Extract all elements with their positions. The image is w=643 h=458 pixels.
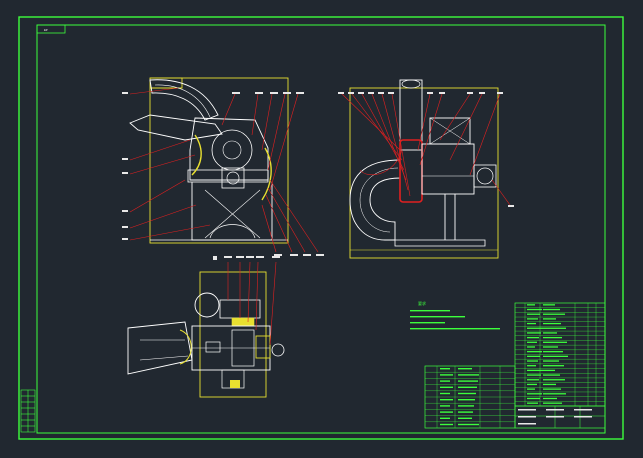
title-block-text xyxy=(546,416,564,418)
bom-cell-text xyxy=(440,374,453,376)
parts-cell-text xyxy=(543,304,555,306)
bom-cell-text xyxy=(458,417,472,419)
bom-cell-text xyxy=(440,423,453,426)
bom-cell-text xyxy=(458,405,474,407)
parts-cell-text xyxy=(543,313,565,315)
parts-cell-text xyxy=(527,397,540,400)
parts-cell-text xyxy=(543,388,561,390)
bom-cell-text xyxy=(440,411,453,413)
parts-cell-text xyxy=(543,374,560,376)
title-block-text xyxy=(574,416,592,418)
bom-cell-text xyxy=(458,380,478,382)
parts-cell-text xyxy=(527,322,536,325)
parts-list-table xyxy=(514,302,606,407)
notes-title: 要求 xyxy=(418,300,426,306)
bom-cell-text xyxy=(458,392,476,395)
parts-cell-text xyxy=(543,402,562,404)
parts-cell-text xyxy=(543,351,563,353)
front-view-leaders xyxy=(129,87,319,253)
binding-strip xyxy=(20,389,36,433)
title-block-text xyxy=(518,416,536,418)
parts-cell-text xyxy=(527,383,537,386)
bom-cell-text xyxy=(440,386,453,388)
bom-cell-text xyxy=(440,368,450,370)
parts-cell-text xyxy=(543,365,564,367)
title-block-text xyxy=(518,409,536,411)
bom-cell-text xyxy=(440,380,450,382)
parts-cell-text xyxy=(527,379,539,381)
top-view-leaders xyxy=(227,261,277,346)
parts-cell-text xyxy=(543,360,559,362)
parts-cell-text xyxy=(527,402,538,404)
bom-cell-text xyxy=(458,374,479,376)
note-line xyxy=(410,322,445,324)
side-view-leaders xyxy=(341,93,511,206)
note-line xyxy=(410,316,465,318)
parts-cell-text xyxy=(543,341,567,343)
parts-cell-text xyxy=(527,341,537,343)
parts-cell-text xyxy=(527,313,540,315)
note-line xyxy=(410,310,450,312)
parts-cell-text xyxy=(543,393,566,395)
parts-cell-text xyxy=(527,374,541,376)
parts-cell-text xyxy=(527,327,543,329)
parts-cell-text xyxy=(543,346,558,348)
frame-tab-label: ФР xyxy=(44,28,48,32)
parts-cell-text xyxy=(527,336,539,339)
parts-cell-text xyxy=(543,369,555,372)
bom-cell-text xyxy=(458,399,475,401)
title-block-text xyxy=(518,423,536,425)
parts-cell-text xyxy=(527,355,540,357)
parts-cell-text xyxy=(527,360,538,362)
parts-cell-text xyxy=(527,318,538,320)
parts-cell-text xyxy=(527,346,535,348)
parts-cell-text xyxy=(527,308,542,311)
parts-cell-text xyxy=(527,365,536,367)
front-view xyxy=(122,77,324,256)
parts-cell-text xyxy=(527,332,541,334)
title-block xyxy=(514,405,606,429)
parts-cell-text xyxy=(543,322,561,325)
parts-cell-text xyxy=(543,397,557,400)
bom-cell-text xyxy=(458,368,472,370)
parts-cell-text xyxy=(543,383,556,386)
parts-cell-text xyxy=(543,318,556,320)
technical-notes: 要求 xyxy=(410,300,500,330)
parts-cell-text xyxy=(543,327,566,329)
bom-cell-text xyxy=(458,386,477,388)
parts-cell-text xyxy=(543,308,560,311)
side-view xyxy=(338,79,514,259)
bom-cell-text xyxy=(458,423,479,426)
drawing-frame: ФР xyxy=(18,16,624,440)
parts-cell-text xyxy=(527,304,535,306)
bom-cell-text xyxy=(458,411,473,413)
bom-cell-text xyxy=(440,417,450,419)
parts-cell-text xyxy=(527,393,542,395)
bom-cell-text xyxy=(440,392,450,395)
title-block-text xyxy=(574,409,592,411)
top-view xyxy=(127,256,285,398)
title-block-text xyxy=(546,409,564,411)
parts-cell-text xyxy=(527,369,543,372)
bom-cell-text xyxy=(440,399,453,401)
bom-cell-text xyxy=(440,405,450,407)
parts-cell-text xyxy=(543,355,568,357)
bom-table-lower xyxy=(424,365,516,429)
parts-cell-text xyxy=(543,336,562,339)
note-line xyxy=(410,328,500,330)
parts-cell-text xyxy=(543,379,565,381)
parts-cell-text xyxy=(527,351,542,353)
parts-cell-text xyxy=(527,388,535,390)
parts-cell-text xyxy=(543,332,557,334)
